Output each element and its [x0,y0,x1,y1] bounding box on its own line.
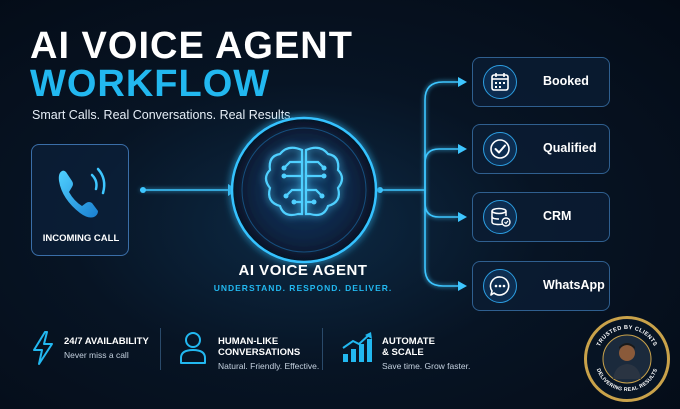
connector-dot [140,187,146,193]
feature-title: 24/7 AVAILABILITY [64,336,149,347]
divider [160,328,161,370]
brain-hub [230,116,378,264]
feature-title-line-2: & SCALE [382,347,424,358]
feature-subtitle: Save time. Grow faster. [382,361,471,371]
output-label: Booked [543,74,589,88]
output-label: WhatsApp [543,278,605,292]
output-whatsapp: WhatsApp [472,261,610,311]
incoming-call-label: INCOMING CALL [42,233,120,244]
branch-booked [424,81,458,190]
output-crm: CRM [472,192,610,242]
trust-badge: TRUSTED BY CLIENTS DELIVERING REAL RESUL… [584,316,670,402]
person-icon [180,332,206,364]
output-qualified: Qualified [472,124,610,174]
lightning-icon [33,331,53,365]
connector-dot [377,187,383,193]
divider [322,328,323,370]
badge-seal: TRUSTED BY CLIENTS DELIVERING REAL RESUL… [595,325,659,393]
feature-subtitle: Natural. Friendly. Effective. [218,361,320,371]
calendar-icon [483,65,517,99]
brain-icon [264,146,344,217]
growth-chart-icon [342,332,372,362]
feature-subtitle: Never miss a call [64,350,129,360]
subtitle: Smart Calls. Real Conversations. Real Re… [32,108,294,122]
title-line-2: WORKFLOW [30,63,271,105]
feature-title-line-2: CONVERSATIONS [218,347,301,358]
output-label: CRM [543,209,572,223]
arrowhead [458,212,467,222]
title-line-1: AI VOICE AGENT [30,25,353,67]
agent-title: AI VOICE AGENT [238,262,368,279]
chat-bubble-icon [483,269,517,303]
output-label: Qualified [543,141,597,155]
phone-icon [58,167,106,218]
arrowhead [458,281,467,291]
agent-tagline: UNDERSTAND. RESPOND. DELIVER. [213,283,393,293]
arrowhead [458,144,467,154]
feature-title-line-1: HUMAN-LIKE [218,336,279,347]
branch-qualified [424,148,458,190]
feature-title-line-1: AUTOMATE [382,336,435,347]
output-booked: Booked [472,57,610,107]
branch-crm [424,190,458,218]
branch-whatsapp [424,190,458,287]
incoming-call-card: INCOMING CALL [31,144,129,256]
database-icon [483,200,517,234]
checkmark-icon [483,132,517,166]
arrowhead [458,77,467,87]
